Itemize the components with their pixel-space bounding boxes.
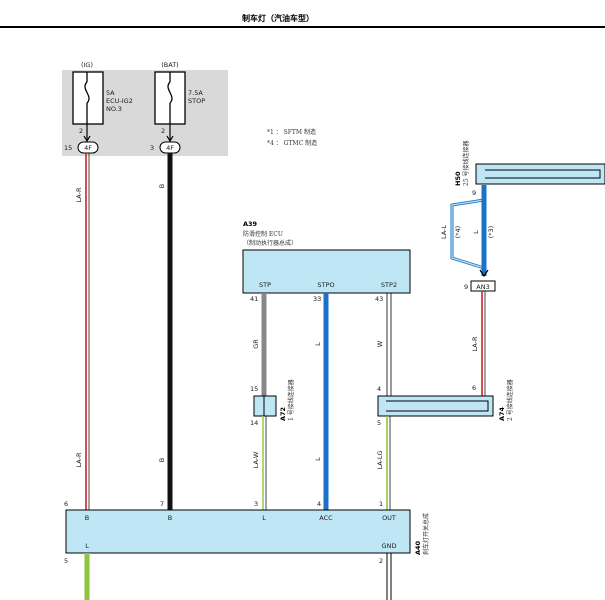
- ecu-pin-label-stpo: STPO: [317, 281, 334, 289]
- wire-la-l-branch: [450, 185, 487, 276]
- ecu-pin-num-41: 41: [250, 295, 258, 303]
- ecu-name-line1: 防滑控制 ECU: [243, 230, 283, 238]
- wire-label-la-l: LA-L: [440, 225, 448, 239]
- switch-pin-num-4: 4: [317, 500, 321, 508]
- fuse1-source: (IG): [81, 61, 93, 69]
- fuse1-symbol: [72, 71, 104, 125]
- switch-pin-num-1: 1: [379, 500, 383, 508]
- fuse2-symbol: [154, 71, 186, 125]
- connector-4f-left-pin: 15: [64, 144, 72, 152]
- wire-label-b: B: [158, 184, 166, 188]
- fuse2-pin: 2: [161, 127, 165, 135]
- switch-pin-label-gnd: GND: [382, 542, 397, 550]
- wire-gnd: [386, 553, 392, 600]
- fuse2-name: STOP: [188, 97, 205, 105]
- a74-code: A74: [498, 406, 506, 421]
- ecu-pin-label-stp: STP: [259, 281, 271, 289]
- h50-pin: 9: [472, 189, 476, 197]
- switch-desc: 刹车灯开关总成: [422, 513, 430, 555]
- wire-label-l: L: [314, 457, 322, 461]
- switch-pin-label-b2: B: [168, 514, 172, 522]
- j12-code: A72: [279, 407, 287, 421]
- fuse2-source: (BAT): [161, 61, 178, 69]
- connector-4f-right-pin: 3: [150, 144, 154, 152]
- h50-connector-inner: [485, 169, 601, 179]
- h50-code: H50: [454, 171, 462, 186]
- switch-pin-num-6: 6: [64, 500, 68, 508]
- fuse2-rating: 7.5A: [188, 89, 203, 97]
- wire-la-r-left: [85, 153, 90, 510]
- switch-code: A40: [414, 540, 422, 555]
- connector-an3: AN3: [470, 280, 496, 292]
- svg-text:4F: 4F: [166, 144, 174, 152]
- j12-pin-bottom: 14: [250, 419, 258, 427]
- switch-pin-label-out: OUT: [382, 514, 396, 522]
- svg-text:4F: 4F: [84, 144, 92, 152]
- ecu-pin-num-33: 33: [313, 295, 321, 303]
- page-title: 制车灯（汽油车型）: [242, 13, 314, 23]
- wire-note-4: (*4): [454, 226, 462, 238]
- wire-label-la-r: LA-R: [75, 452, 83, 467]
- ecu-code: A39: [243, 220, 258, 228]
- fuse1-name: ECU-IG2: [106, 97, 133, 105]
- connector-4f-left: 4F: [77, 141, 99, 154]
- fuse1-pin: 2: [79, 127, 83, 135]
- fuse1-extra: NO.3: [106, 105, 122, 113]
- j12-pin-top: 15: [250, 385, 258, 393]
- ecu-pin-num-43: 43: [375, 295, 383, 303]
- switch-pin-num-5: 5: [64, 557, 68, 565]
- switch-pin-label-l: L: [262, 514, 266, 522]
- wire-label-la-lg: LA-LG: [376, 450, 384, 469]
- switch-pin-label-b1: B: [85, 514, 89, 522]
- switch-pin-label-l-bottom: L: [85, 542, 89, 550]
- h50-desc: 25 号接线连接器: [462, 140, 470, 186]
- wire-label-la-w: LA-W: [252, 451, 260, 468]
- switch-pin-label-acc: ACC: [319, 514, 333, 522]
- note-2: *4 ： GTMC 制造: [267, 139, 317, 147]
- a74-pin-right: 6: [472, 384, 476, 392]
- wire-label-b: B: [158, 458, 166, 462]
- switch-box: [65, 509, 411, 554]
- wire-label-w: W: [376, 340, 384, 347]
- wire-label-l-branch: L: [472, 230, 480, 234]
- ecu-pin-label-stp2: STP2: [381, 281, 397, 289]
- wire-la-lg: [386, 416, 391, 510]
- wire-label-gr: GR: [252, 339, 260, 349]
- ecu-box: [242, 249, 411, 294]
- switch-pin-num-3: 3: [254, 500, 258, 508]
- junction-connector-a74: [377, 395, 494, 417]
- j12-desc: 1 号接线连接器: [287, 379, 295, 421]
- wire-note-3: (*3): [487, 226, 495, 238]
- wire-label-l: L: [314, 342, 322, 346]
- connector-4f-right: 4F: [159, 141, 181, 154]
- switch-pin-num-2: 2: [379, 557, 383, 565]
- switch-pin-num-7: 7: [160, 500, 164, 508]
- a74-desc: 2 号接线连接器: [506, 379, 514, 421]
- note-1: *1 ： SFTM 制造: [267, 128, 316, 136]
- an3-pin: 9: [464, 283, 468, 291]
- a74-pin-bottom-left: 5: [377, 419, 381, 427]
- svg-text:AN3: AN3: [476, 283, 489, 291]
- wire-la-w: [262, 416, 267, 510]
- wire-w: [386, 293, 392, 396]
- ecu-name-line2: （制动执行器总成）: [243, 239, 297, 247]
- wire-label-la-r: LA-R: [75, 187, 83, 202]
- h50-connector-bar: [475, 163, 605, 185]
- junction-connector-a72: [253, 395, 277, 417]
- wire-la-r-right: [481, 291, 486, 396]
- arrow-down-icon: [479, 269, 489, 278]
- fuse1-rating: 5A: [106, 89, 115, 97]
- a74-pin-top-left: 4: [377, 385, 381, 393]
- wire-label-la-r-right: LA-R: [471, 336, 479, 351]
